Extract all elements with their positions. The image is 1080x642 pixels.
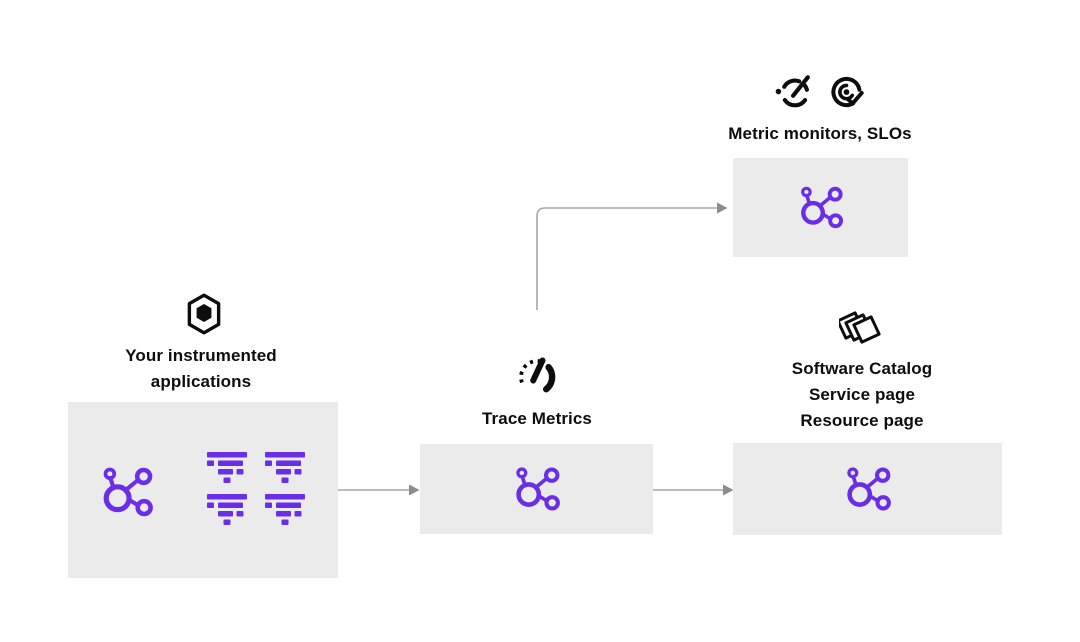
metric-monitors-box	[733, 158, 908, 257]
trace-map-node-icon	[798, 185, 844, 230]
software-catalog-label: Software Catalog Service page Resource p…	[792, 356, 932, 434]
flame-graph-icon	[265, 494, 305, 525]
flame-graph-icon	[207, 494, 247, 525]
software-catalog-label-line2: Service page	[808, 385, 916, 404]
applications-label-line2: applications	[150, 372, 252, 391]
connector-trace-metrics-to-metric-monitors	[536, 202, 728, 310]
connector-trace-metrics-to-software-catalog	[653, 484, 734, 496]
trace-map-node-icon	[844, 466, 892, 512]
trace-metrics-box	[420, 444, 653, 534]
metric-monitors-label: Metric monitors, SLOs	[728, 124, 912, 143]
layered-catalog-icon	[839, 305, 885, 347]
trace-map-node-icon	[513, 466, 561, 512]
slo-target-check-icon	[827, 74, 866, 112]
monitor-cycle-icon	[775, 73, 813, 111]
flame-graph-icon	[265, 452, 305, 483]
applications-label: Your instrumented applications	[125, 343, 277, 395]
gauge-icon	[513, 351, 561, 393]
software-catalog-box	[733, 443, 1002, 535]
hexagon-app-icon	[185, 293, 223, 335]
applications-label-line1: Your instrumented	[125, 346, 277, 365]
trace-metrics-label: Trace Metrics	[482, 409, 592, 428]
applications-box	[68, 402, 338, 578]
connector-apps-to-trace-metrics	[338, 484, 420, 496]
software-catalog-label-line1: Software Catalog	[791, 359, 933, 378]
flame-graph-icon	[207, 452, 247, 483]
software-catalog-label-line3: Resource page	[800, 411, 924, 430]
trace-map-node-icon	[100, 466, 154, 518]
